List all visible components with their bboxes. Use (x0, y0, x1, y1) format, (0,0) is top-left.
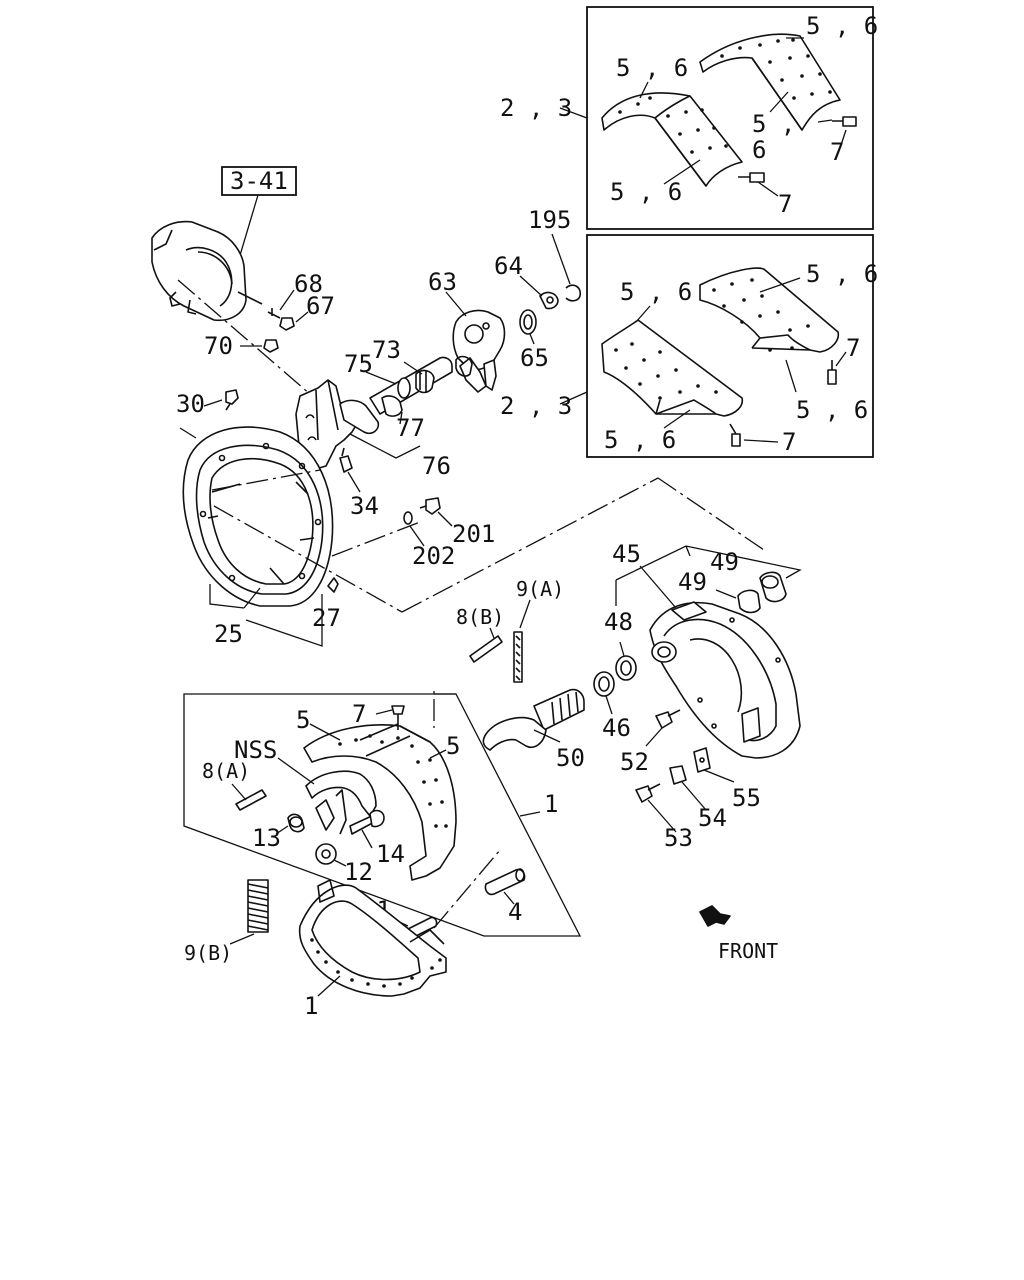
callout-7-a: 7 (830, 138, 844, 166)
callout-5-a: 5 (296, 706, 310, 734)
callout-27: 27 (312, 604, 341, 632)
lining-inset-bottom: 5 , 6 5 , 6 7 2 , 3 5 , 6 5 , 6 7 (500, 234, 878, 458)
callout-9b: 9(B) (184, 941, 232, 965)
callout-49-a: 49 (710, 548, 739, 576)
callout-7-e: 7 (352, 700, 366, 728)
callout-76: 76 (422, 452, 451, 480)
callout-5-6-d: 5 , 6 (610, 178, 682, 206)
callout-49-b: 49 (678, 568, 707, 596)
callout-68: 68 (294, 270, 323, 298)
callout-nss: NSS (234, 736, 277, 764)
callout-5-b: 5 (446, 732, 460, 760)
ref-box-3-41: 3-41 (230, 167, 288, 195)
callout-6-c: 6 (752, 136, 766, 164)
callout-25: 25 (214, 620, 243, 648)
callout-13: 13 (252, 824, 281, 852)
callout-8a: 8(A) (202, 759, 250, 783)
callout-8b: 8(B) (456, 605, 504, 629)
brake-chamber-group: 3-41 68 67 70 (151, 166, 341, 421)
shoe-assembly-group: 7 5 5 NSS 8(A) 13 12 14 1 4 11 (183, 690, 582, 1020)
callout-67: 67 (306, 292, 335, 320)
callout-55: 55 (732, 784, 761, 812)
callout-45: 45 (612, 540, 641, 568)
callout-7-d: 7 (782, 428, 796, 456)
callout-46: 46 (602, 714, 631, 742)
front-label: FRONT (718, 939, 778, 963)
callout-9a: 9(A) (516, 577, 564, 601)
dust-shield-group: 45 49 49 48 46 50 52 55 (482, 540, 802, 852)
callout-4: 4 (508, 898, 522, 926)
callout-14: 14 (376, 840, 405, 868)
callout-5-6-a: 5 , 6 (806, 12, 878, 40)
callout-5-6-h: 5 , 6 (604, 426, 676, 454)
callout-7-b: 7 (778, 190, 792, 218)
callout-50: 50 (556, 744, 585, 772)
callout-2-3-bottom: 2 , 3 (500, 392, 572, 420)
callout-48: 48 (604, 608, 633, 636)
callout-1-b: 1 (304, 992, 318, 1020)
callout-53: 53 (664, 824, 693, 852)
callout-5-c: 5 , (752, 110, 795, 138)
backing-plate-group: 30 25 27 201 202 (176, 389, 765, 648)
slack-adjuster-group: 63 73 75 77 76 34 (295, 268, 506, 520)
callout-54: 54 (698, 804, 727, 832)
callout-1-a: 1 (544, 790, 558, 818)
lining-inset-top: 2 , 3 5 , 6 5 , 6 5 , 6 5 , 6 7 7 (500, 6, 878, 230)
callout-195: 195 (528, 206, 571, 234)
callout-2-3-top: 2 , 3 (500, 94, 572, 122)
callout-52: 52 (620, 748, 649, 776)
callout-12: 12 (344, 858, 373, 886)
pins-springs-group: 8(B) 9(A) (456, 577, 564, 683)
callout-65: 65 (520, 344, 549, 372)
callout-77: 77 (396, 414, 425, 442)
callout-5-6-f: 5 , 6 (620, 278, 692, 306)
callout-63: 63 (428, 268, 457, 296)
front-indicator: FRONT (699, 905, 778, 963)
callout-5-6-g: 5 , 6 (796, 396, 868, 424)
callout-7-c: 7 (846, 334, 860, 362)
callout-201: 201 (452, 520, 495, 548)
callout-75: 75 (344, 350, 373, 378)
callout-5-6-b: 5 , 6 (616, 54, 688, 82)
callout-5-6-e: 5 , 6 (806, 260, 878, 288)
callout-202: 202 (412, 542, 455, 570)
callout-70: 70 (204, 332, 233, 360)
callout-34: 34 (350, 492, 379, 520)
washers-group: 195 64 65 (494, 206, 582, 372)
callout-73: 73 (372, 336, 401, 364)
callout-64: 64 (494, 252, 523, 280)
callout-30: 30 (176, 390, 205, 418)
